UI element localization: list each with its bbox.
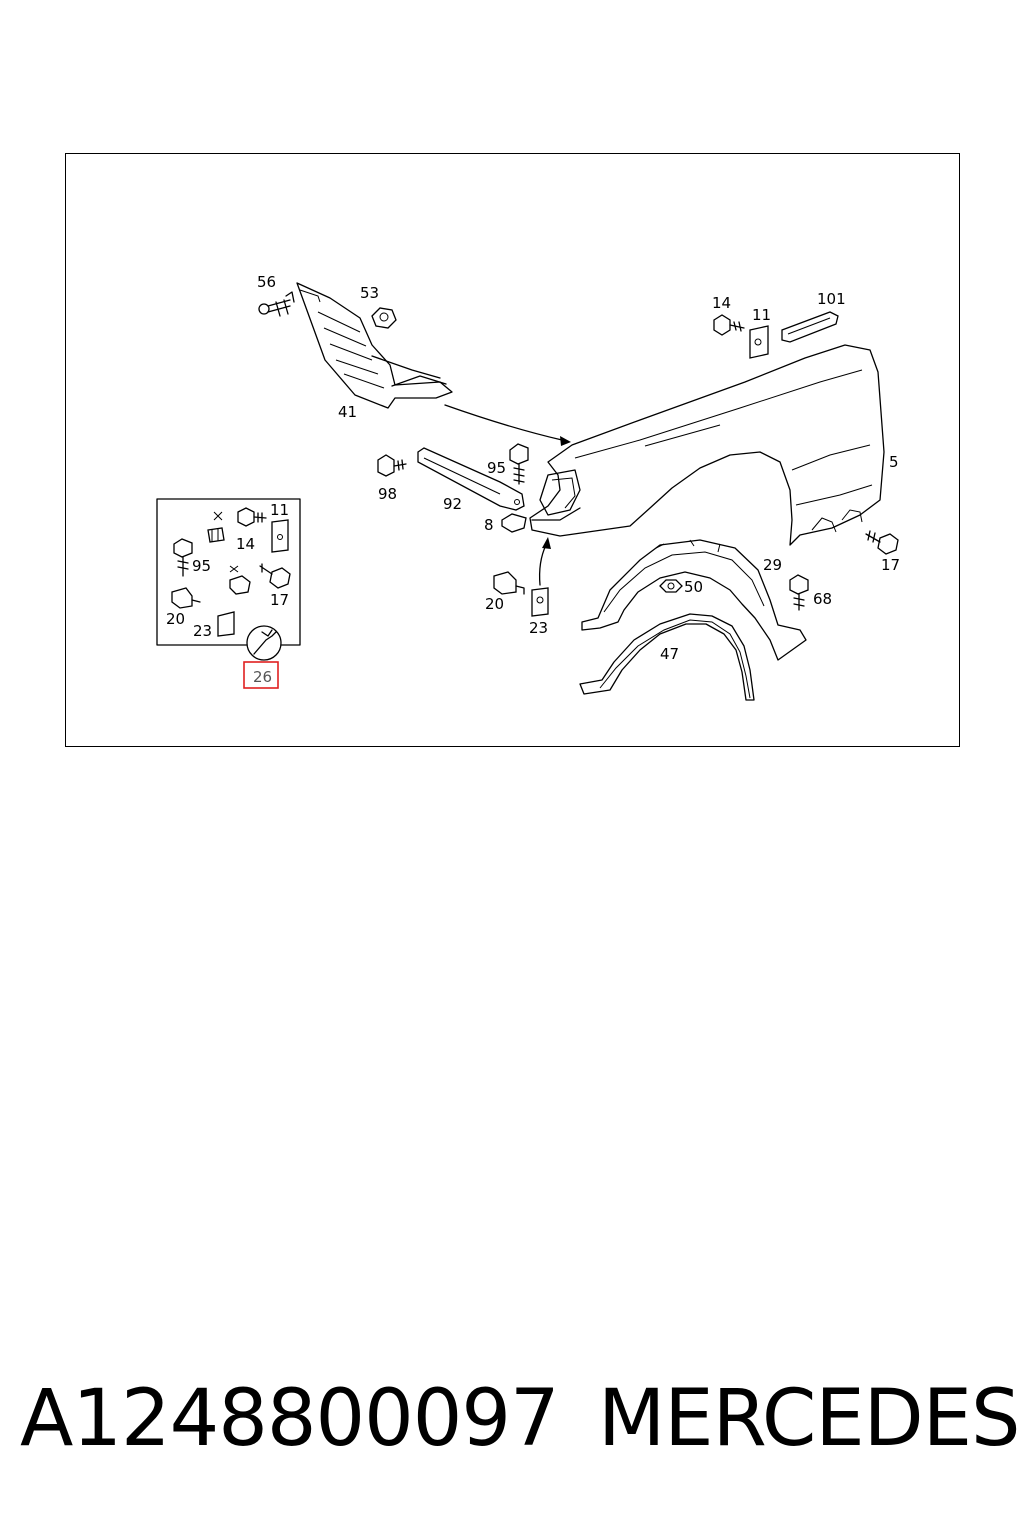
brand-name: MERCEDES: [598, 1374, 1020, 1464]
wrench-26-icon: [246, 625, 282, 661]
screw-14-icon: [713, 314, 745, 336]
part-41-panel: [296, 282, 453, 409]
highlight-box-26: [243, 661, 279, 689]
callout-53: 53: [360, 284, 379, 302]
callout-56: 56: [257, 273, 276, 291]
inset-callout-17: 17: [270, 591, 289, 609]
inset-callout-11: 11: [270, 501, 289, 519]
inset-callout-14: 14: [236, 535, 255, 553]
callout-95: 95: [487, 459, 506, 477]
inset-callout-23: 23: [193, 622, 212, 640]
inset-callout-95: 95: [192, 557, 211, 575]
callout-29: 29: [763, 556, 782, 574]
part-5-fender: [529, 344, 885, 546]
callout-41: 41: [338, 403, 357, 421]
plate-11-icon: [749, 325, 769, 359]
callout-14: 14: [712, 294, 731, 312]
screw-68-icon: [789, 574, 809, 611]
strip-101-icon: [781, 311, 839, 343]
callout-47: 47: [660, 645, 679, 663]
arrow-41-to-fender: [444, 404, 571, 446]
callout-17: 17: [881, 556, 900, 574]
clip-23-icon: [531, 537, 551, 617]
fastener-56-icon: [258, 291, 295, 317]
part-47-arch-trim: [579, 613, 755, 701]
diagram-frame: [65, 153, 960, 747]
callout-8: 8: [484, 516, 494, 534]
callout-98: 98: [378, 485, 397, 503]
inset-callout-20: 20: [166, 610, 185, 628]
callout-23: 23: [529, 619, 548, 637]
part-number: A1248800097: [20, 1374, 560, 1464]
callout-50: 50: [684, 578, 703, 596]
callout-5: 5: [889, 453, 899, 471]
callout-26-highlighted: 26: [253, 668, 272, 686]
screw-98-icon: [377, 454, 407, 477]
nut-50-icon: [659, 579, 683, 593]
part-29-wheel-liner: [581, 539, 807, 661]
clip-8-icon: [501, 513, 527, 533]
callout-11: 11: [752, 306, 771, 324]
callout-68: 68: [813, 590, 832, 608]
nut-53-icon: [371, 307, 397, 329]
callout-101: 101: [817, 290, 846, 308]
callout-92: 92: [443, 495, 462, 513]
fastener-kit-inset: [156, 498, 301, 646]
footer: A1248800097 MERCEDES: [0, 1372, 1024, 1472]
bracket-92-icon: [417, 447, 525, 511]
screw-95-icon: [509, 443, 529, 485]
clip-20-icon: [493, 571, 525, 595]
callout-20: 20: [485, 595, 504, 613]
screw-17-icon: [865, 530, 899, 555]
